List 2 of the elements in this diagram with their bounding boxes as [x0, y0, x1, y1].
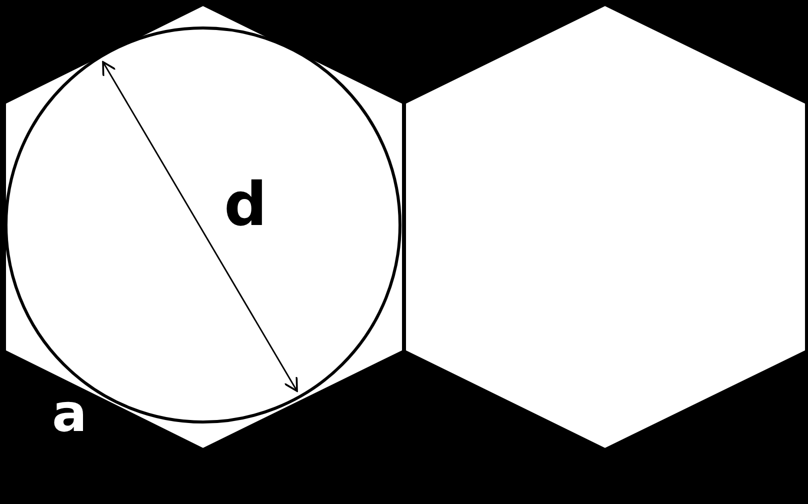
diameter-label: d	[224, 175, 267, 235]
side-label: a	[52, 388, 88, 440]
